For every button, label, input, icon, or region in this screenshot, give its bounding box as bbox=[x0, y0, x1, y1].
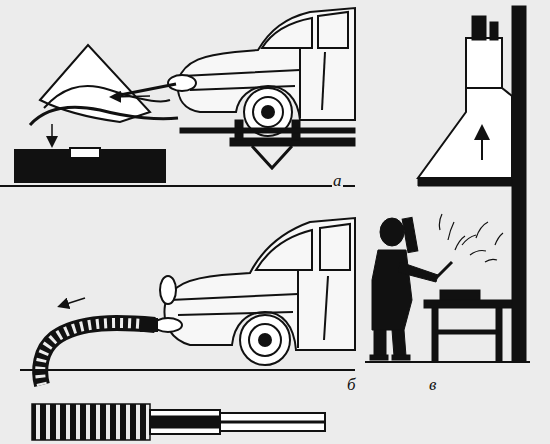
car-b bbox=[154, 218, 355, 365]
figure-letter: в bbox=[428, 376, 437, 393]
table bbox=[424, 290, 512, 362]
flexible-hose bbox=[40, 298, 158, 385]
hose-detail bbox=[32, 404, 325, 440]
car-a bbox=[168, 8, 355, 136]
lift bbox=[180, 120, 355, 168]
welder bbox=[370, 217, 452, 360]
welding-hood bbox=[418, 6, 526, 362]
suction-hood bbox=[15, 45, 178, 182]
sparks bbox=[439, 214, 503, 262]
figure-letter: б bbox=[346, 376, 357, 393]
figure-letter: а bbox=[332, 172, 343, 189]
